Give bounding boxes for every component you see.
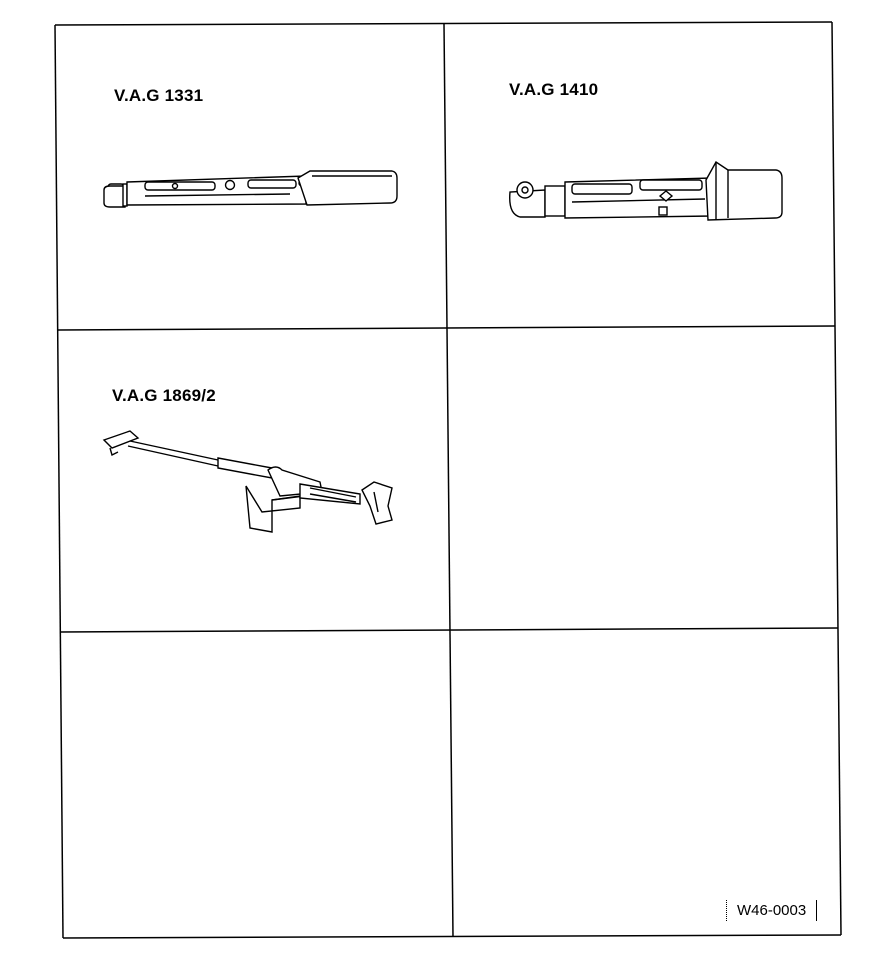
- tool-label: V.A.G 1331: [114, 86, 204, 105]
- torque-wrench-large-icon: [509, 160, 783, 221]
- tool-label: V.A.G 1410: [509, 80, 599, 99]
- grid-lines: [54, 21, 842, 939]
- brake-pedal-depressor-icon: [102, 430, 393, 533]
- tool-label: V.A.G 1869/2: [112, 386, 216, 405]
- figure-code: W46-0003: [726, 900, 818, 921]
- torque-wrench-icon: [103, 170, 398, 208]
